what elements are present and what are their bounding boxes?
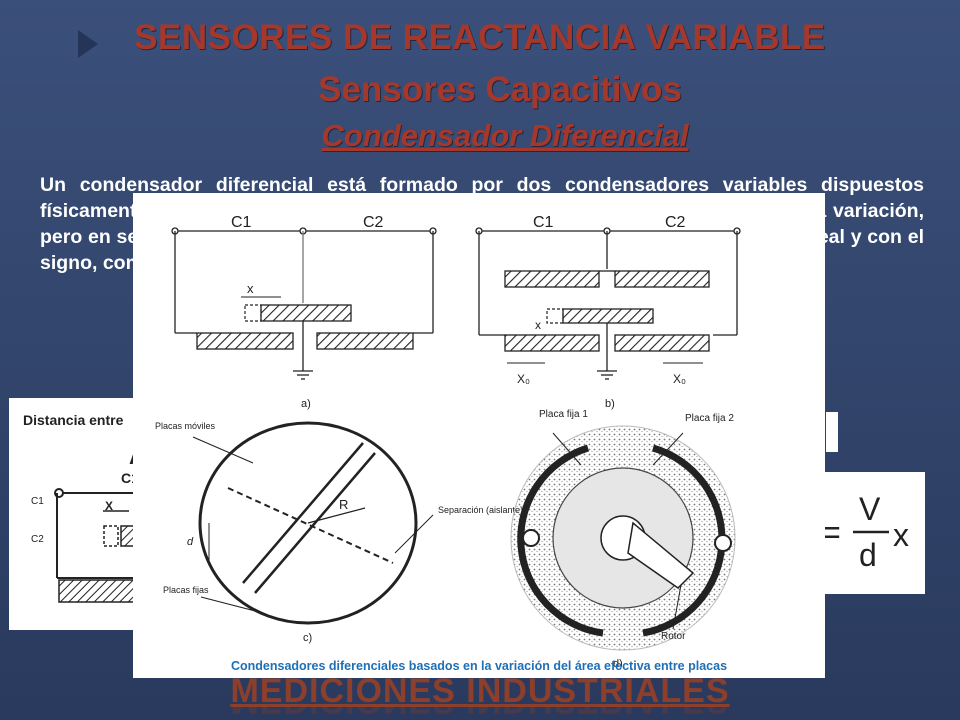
c1-side-label: C1: [31, 496, 44, 507]
diagram-c: R Placas móviles d Separación (aislante)…: [155, 421, 523, 644]
c2-side-label: C2: [31, 534, 44, 545]
footer-title-reflection: MEDICIONES INDUSTRIALES: [0, 707, 960, 720]
svg-text:x: x: [247, 281, 254, 296]
distance-label: Distancia entre: [23, 412, 124, 428]
slide-title: SENSORES DE REACTANCIA VARIABLE: [134, 18, 826, 57]
svg-text:d): d): [613, 658, 623, 670]
svg-text:R: R: [339, 497, 348, 512]
svg-text:Rotor: Rotor: [661, 631, 686, 642]
svg-text:Separación (aislante): Separación (aislante): [438, 505, 523, 515]
right-panel-edge: [826, 412, 838, 452]
svg-text:C1: C1: [533, 214, 554, 231]
svg-text:=: =: [821, 514, 841, 552]
diagram-b: C1 C2 x X₀: [475, 214, 741, 410]
svg-text:Placas móviles: Placas móviles: [155, 421, 216, 431]
svg-text:b): b): [605, 398, 615, 410]
svg-text:C2: C2: [665, 214, 686, 231]
svg-text:X₀: X₀: [517, 372, 530, 386]
svg-text:d: d: [859, 537, 877, 573]
svg-text:d: d: [187, 536, 194, 548]
slide-subtitle: Sensores Capacitivos: [318, 70, 682, 109]
svg-text:C2: C2: [363, 214, 384, 231]
svg-text:X: X: [105, 499, 113, 513]
slide-section-title: Condensador Diferencial: [321, 118, 689, 153]
diagram-d: Placa fija 1 Placa fija 2 Rotor d): [510, 409, 736, 670]
svg-text:Placa fija 2: Placa fija 2: [685, 413, 734, 424]
differential-capacitor-figure: C1 C2 x a): [133, 193, 825, 678]
svg-text:V: V: [859, 491, 881, 527]
svg-text:c): c): [303, 632, 312, 644]
svg-text:X₀: X₀: [673, 372, 686, 386]
diagram-a: C1 C2 x a): [171, 214, 437, 410]
svg-text:Placas fijas: Placas fijas: [163, 585, 209, 595]
figure-caption: Condensadores diferenciales basados en l…: [230, 659, 728, 673]
svg-text:Placa fija 1: Placa fija 1: [539, 409, 588, 420]
svg-text:x: x: [893, 517, 909, 553]
formula-panel: = V d x: [813, 472, 925, 594]
svg-text:a): a): [301, 398, 311, 410]
svg-text:x: x: [535, 318, 541, 332]
svg-text:C1: C1: [231, 214, 252, 231]
formula-drawing: = V d x: [821, 491, 909, 573]
figure-drawing: C1 C2 x a): [155, 214, 741, 670]
footer-title: MEDICIONES INDUSTRIALES: [230, 672, 730, 710]
arrow-bullet-icon: [78, 30, 98, 58]
